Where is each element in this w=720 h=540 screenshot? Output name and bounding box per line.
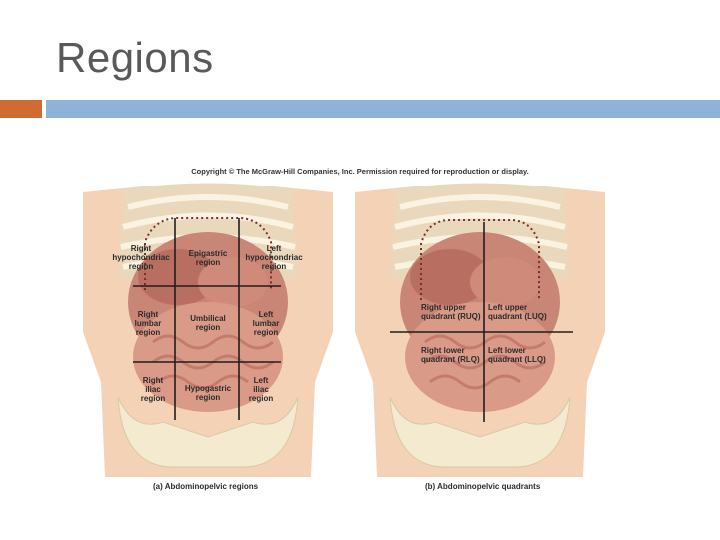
torso-illustration-a	[83, 183, 333, 477]
label-llq: Left lower quadrant (LLQ)	[488, 346, 546, 364]
label-rlq: Right lower quadrant (RLQ)	[421, 346, 480, 364]
label-right-hypochondriac: Right hypochondriac region	[112, 244, 170, 271]
label-right-lumbar: Right lumbar region	[134, 310, 162, 337]
abdominopelvic-quadrants-figure: Right upper quadrant (RUQ) Left upper qu…	[355, 182, 605, 477]
torso-illustration-b	[355, 183, 605, 477]
label-umbilical: Umbilical region	[190, 314, 226, 332]
slide-title: Regions	[56, 34, 214, 81]
label-hypogastric: Hypogastric region	[184, 384, 232, 402]
label-luq: Left upper quadrant (LUQ)	[488, 303, 547, 321]
label-left-iliac: Left iliac region	[248, 376, 274, 403]
caption-regions: (a) Abdominopelvic regions	[153, 482, 259, 491]
label-left-lumbar: Left lumbar region	[252, 310, 280, 337]
label-ruq: Right upper quadrant (RUQ)	[421, 303, 481, 321]
label-left-hypochondriac: Left hypochondriac region	[245, 244, 303, 271]
caption-quadrants: (b) Abdominopelvic quadrants	[425, 482, 541, 491]
copyright-notice: Copyright © The McGraw-Hill Companies, I…	[191, 167, 529, 176]
label-right-iliac: Right iliac region	[140, 376, 166, 403]
abdominopelvic-regions-figure: Right hypochondriac region Epigastric re…	[83, 182, 333, 477]
accent-bar-orange	[0, 100, 42, 118]
accent-bar-blue	[46, 100, 720, 118]
label-epigastric: Epigastric region	[188, 249, 228, 267]
